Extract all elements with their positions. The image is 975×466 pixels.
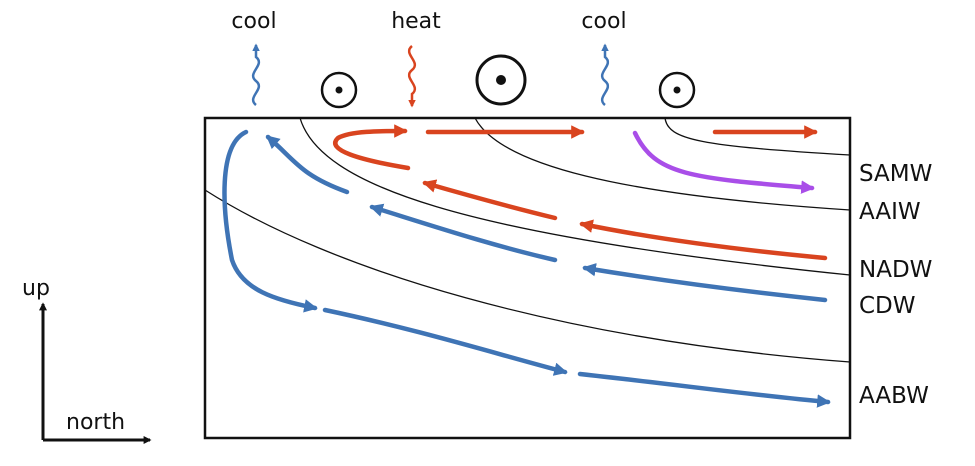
cool-label-left: cool [231,9,276,34]
wind-out-of-page-large-icon [475,54,527,106]
isopycnal-cdw [204,189,851,363]
wind-out-of-page-small-left-icon [320,71,358,109]
isopycnal-samw [664,117,851,156]
warm-circulation-arrows [333,124,828,261]
aaiw-mid-arrow [422,179,558,221]
cold-circulation-arrows [222,129,831,408]
heat-label: heat [391,9,441,34]
aabw-sinking-arrow [222,129,318,313]
water-mass-label-samw: SAMW [859,161,932,187]
aabw-north-arrow [577,371,831,408]
cdw-mid-arrow [369,203,558,263]
heat-flux-icon [407,45,417,108]
cdw-south-arrow [582,263,828,303]
wind-out-of-page-small-right-icon [658,71,696,109]
cool-flux-right-icon [600,43,610,106]
isopycnal-aaiw [474,117,851,211]
water-mass-label-cdw: CDW [859,293,916,319]
cool-flux-left-icon [251,43,261,106]
cool-label-right: cool [581,9,626,34]
ocean-section-box [203,116,852,440]
isopycnal-lines [204,117,851,363]
water-mass-label-aabw: AABW [859,383,929,409]
orientation-axes: up north [22,276,152,444]
water-mass-label-nadw: NADW [859,257,932,283]
samw-subduction-arrow [632,130,815,194]
isopycnal-nadw [299,117,851,276]
aaiw-return-arrow [333,124,411,171]
water-mass-label-aaiw: AAIW [859,199,921,225]
north-axis-label: north [66,410,125,435]
cdw-upwelling-arrow [265,134,350,195]
up-axis-label: up [22,276,50,301]
nadw-upper-arrow [579,219,828,261]
aabw-mid-arrow [322,307,568,376]
